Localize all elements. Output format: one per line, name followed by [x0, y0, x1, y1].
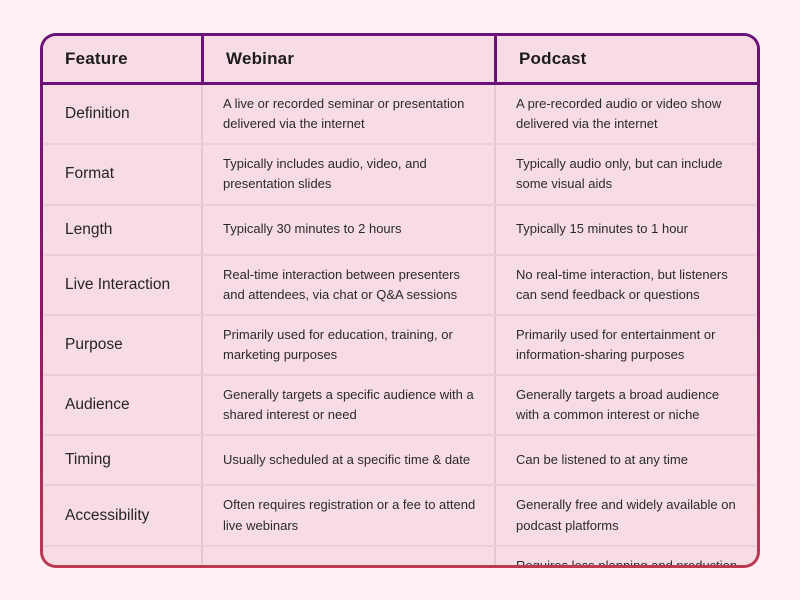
webinar-cell: Usually scheduled at a specific time & d…: [201, 436, 494, 485]
column-header-feature: Feature: [43, 36, 201, 82]
podcast-text: Can be listened to at any time: [516, 452, 688, 468]
podcast-cell: Generally free and widely available on p…: [494, 486, 757, 545]
webinar-text: Usually scheduled at a specific time & d…: [223, 452, 471, 468]
podcast-text: Requires less planning and production, b…: [516, 556, 741, 565]
table-row: Purpose Primarily used for education, tr…: [43, 315, 757, 377]
podcast-cell: Requires less planning and production, b…: [494, 546, 757, 565]
feature-label: Length: [65, 220, 113, 238]
feature-cell: Production: [43, 547, 201, 565]
podcast-cell: Can be listened to at any time: [494, 436, 757, 485]
table-row: Production Requires more planning, produ…: [43, 546, 757, 565]
podcast-text: Primarily used for entertainment or info…: [516, 326, 716, 362]
feature-label: Accessibility: [65, 506, 150, 524]
feature-cell: Audience: [43, 376, 201, 434]
webinar-cell: Requires more planning, production, and …: [201, 546, 494, 565]
webinar-text: Real-time interaction between presenters…: [223, 266, 461, 302]
webinar-cell: Primarily used for education, training, …: [201, 315, 494, 375]
column-header-feature-label: Feature: [65, 49, 128, 68]
podcast-cell: Primarily used for entertainment or info…: [494, 315, 757, 375]
feature-label: Purpose: [65, 335, 123, 353]
podcast-cell: A pre-recorded audio or video show deliv…: [494, 85, 757, 144]
feature-label: Timing: [65, 451, 111, 469]
table-row: Audience Generally targets a specific au…: [43, 376, 757, 437]
table-header-row: Feature Webinar Podcast: [43, 36, 757, 85]
comparison-table-inner: Feature Webinar Podcast Definition A liv…: [43, 36, 757, 565]
feature-cell: Definition: [43, 85, 201, 143]
feature-label: Format: [65, 165, 115, 183]
podcast-text: Typically audio only, but can include so…: [516, 156, 723, 192]
podcast-cell: Typically 15 minutes to 1 hour: [494, 205, 757, 254]
webinar-text: Typically includes audio, video, and pre…: [223, 156, 427, 192]
feature-cell: Accessibility: [43, 486, 201, 544]
webinar-cell: Typically 30 minutes to 2 hours: [201, 205, 494, 254]
table-row: Definition A live or recorded seminar or…: [43, 85, 757, 146]
comparison-table: Feature Webinar Podcast Definition A liv…: [40, 33, 760, 568]
table-row: Format Typically includes audio, video, …: [43, 145, 757, 206]
table-body: Definition A live or recorded seminar or…: [43, 85, 757, 565]
podcast-text: Typically 15 minutes to 1 hour: [516, 221, 688, 237]
feature-cell: Live Interaction: [43, 256, 201, 314]
webinar-cell: Generally targets a specific audience wi…: [201, 376, 494, 435]
feature-cell: Timing: [43, 436, 201, 484]
feature-cell: Purpose: [43, 316, 201, 374]
webinar-cell: Often requires registration or a fee to …: [201, 486, 494, 545]
column-header-webinar-label: Webinar: [226, 49, 295, 68]
column-header-podcast-label: Podcast: [519, 49, 587, 68]
podcast-cell: No real-time interaction, but listeners …: [494, 255, 757, 314]
feature-label: Live Interaction: [65, 275, 171, 293]
column-header-podcast: Podcast: [494, 36, 757, 82]
table-row: Timing Usually scheduled at a specific t…: [43, 436, 757, 487]
webinar-cell: A live or recorded seminar or presentati…: [201, 85, 494, 144]
feature-cell: Format: [43, 145, 201, 203]
webinar-text: Primarily used for education, training, …: [223, 326, 453, 362]
webinar-text: A live or recorded seminar or presentati…: [223, 96, 465, 132]
table-row: Length Typically 30 minutes to 2 hours T…: [43, 205, 757, 256]
feature-label: Audience: [65, 396, 130, 414]
feature-label: Definition: [65, 105, 130, 123]
podcast-text: Generally targets a broad audience with …: [516, 387, 720, 423]
table-row: Accessibility Often requires registratio…: [43, 486, 757, 547]
podcast-text: No real-time interaction, but listeners …: [516, 266, 728, 302]
column-header-webinar: Webinar: [201, 36, 494, 82]
podcast-text: A pre-recorded audio or video show deliv…: [516, 96, 722, 132]
webinar-text: Typically 30 minutes to 2 hours: [223, 221, 402, 237]
webinar-text: Often requires registration or a fee to …: [223, 497, 476, 533]
podcast-cell: Typically audio only, but can include so…: [494, 145, 757, 204]
podcast-cell: Generally targets a broad audience with …: [494, 376, 757, 435]
webinar-text: Generally targets a specific audience wi…: [223, 387, 474, 423]
webinar-cell: Real-time interaction between presenters…: [201, 255, 494, 314]
table-row: Live Interaction Real-time interaction b…: [43, 255, 757, 316]
feature-cell: Length: [43, 206, 201, 254]
webinar-cell: Typically includes audio, video, and pre…: [201, 145, 494, 204]
podcast-text: Generally free and widely available on p…: [516, 497, 736, 533]
